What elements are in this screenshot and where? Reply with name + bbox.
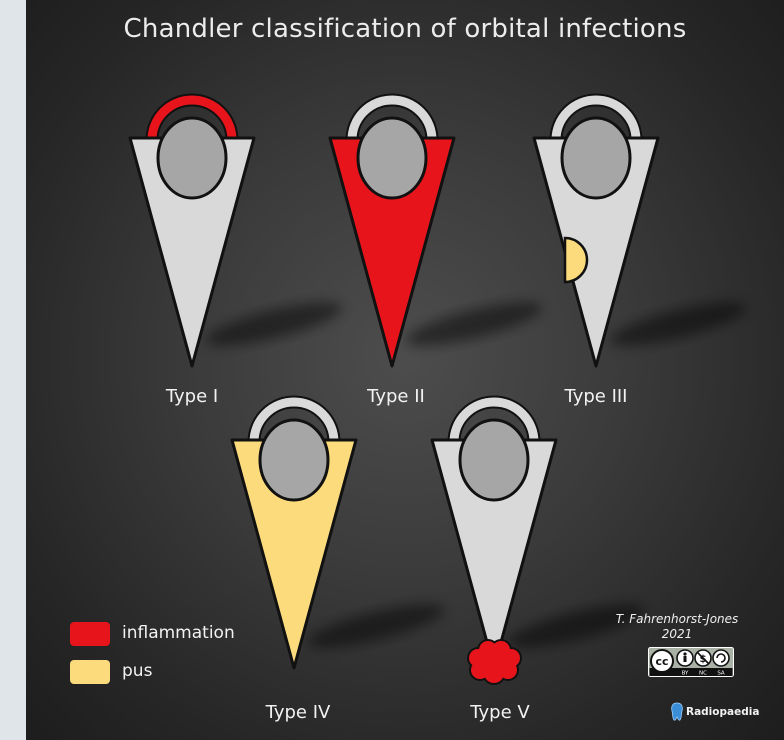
type-v-label: Type V [430,702,570,723]
legend-label-pus: pus [122,661,152,681]
license-part-by: BY [682,671,689,677]
radiopaedia-label: Radiopaedia [686,706,759,718]
globe [158,118,226,198]
legend-label-inflammation: inflammation [122,623,235,643]
type-iii-label: Type III [526,386,666,407]
type-ii-label: Type II [326,386,466,407]
orbit-shadow [607,293,750,354]
pus-swatch [70,660,110,684]
orbit-type-3 [534,100,749,366]
orbit-type-5 [432,402,647,685]
globe [358,118,426,198]
license-part-sa: SA [717,671,725,677]
author-name: T. Fahrenhorst-Jones [602,612,752,627]
svg-text:cc: cc [655,655,668,668]
orbit-type-4 [232,402,447,668]
type-i-label: Type I [122,386,262,407]
page-side-strip [0,0,26,740]
orbit-type-2 [330,100,545,366]
author-credit: T. Fahrenhorst-Jones 2021 [602,612,752,642]
inflammation-swatch [70,622,110,646]
cc-by-nc-sa-badge-icon: cc $ BY NC SA [648,647,734,677]
orbit-shadow [203,293,346,354]
globe [460,420,528,500]
diagram-figure: Chandler classification of orbital infec… [26,0,784,740]
orbit-shadow [403,293,546,354]
orbit-type-1 [130,100,345,366]
type-iv-label: Type IV [228,702,368,723]
orbit-shadow [305,595,448,656]
license-part-nc: NC [699,671,707,677]
radiopaedia-logo-icon [670,702,684,722]
credit-year: 2021 [602,627,752,642]
globe [562,118,630,198]
globe [260,420,328,500]
